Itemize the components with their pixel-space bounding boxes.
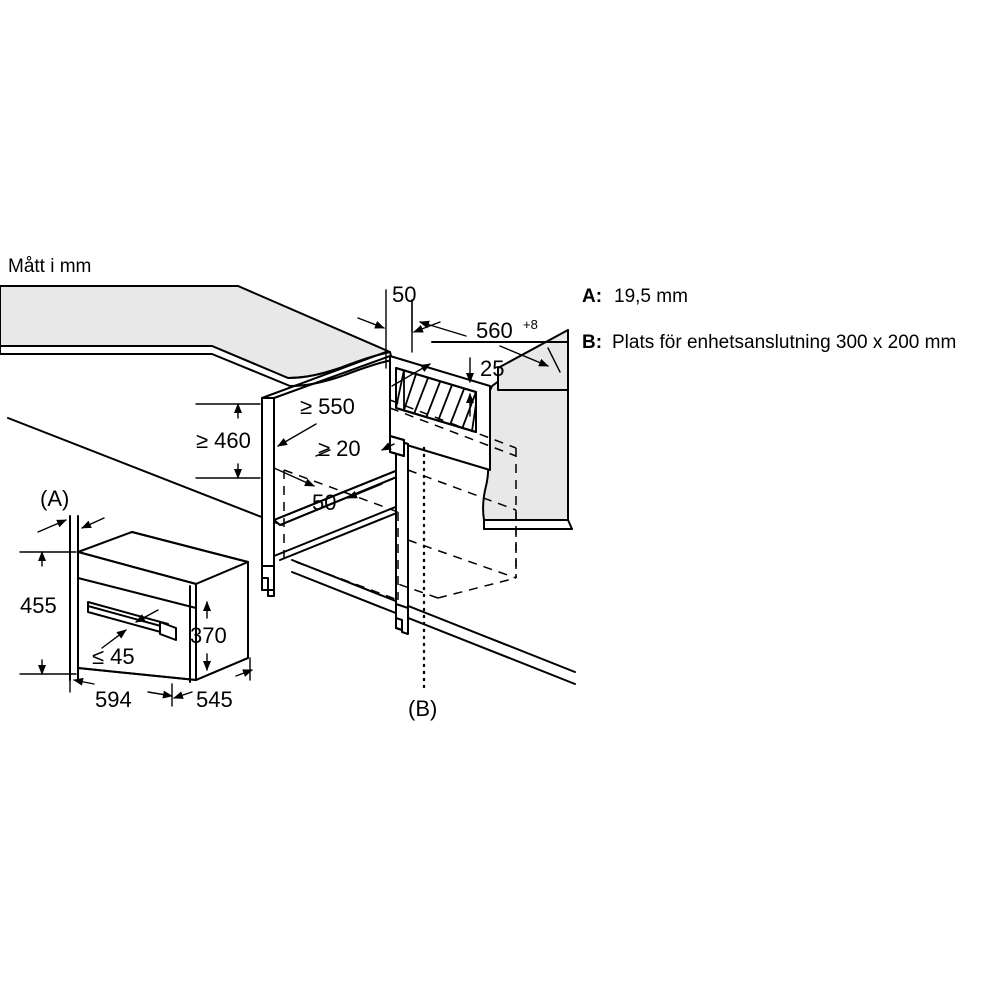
dim-label-45: ≤ 45 [92,644,135,669]
dim-label-460: ≥ 460 [196,428,251,453]
hidden-edges [283,399,517,601]
niche-left-panel [261,351,391,597]
dim-appliance-width: 594 [69,669,173,712]
dim-niche-width: 560 +8 [411,299,561,373]
dim-niche-depth-min: ≥ 550 [277,363,431,447]
dim-label-25: 25 [480,356,504,381]
niche-rear-panel [389,355,491,471]
dim-label-50-top: 50 [392,282,416,307]
legend-text-b: Plats för enhetsanslutning 300 x 200 mm [612,332,957,353]
legend: A: 19,5 mm B: Plats för enhetsanslutning… [582,286,957,353]
figure-title: Mått i mm [8,256,91,277]
ventilation-hatch [395,369,477,432]
dim-niche-height-min: ≥ 460 [195,403,261,479]
dim-front-offset: 50 [273,467,383,515]
wall-floor-lines [7,417,576,685]
legend-text-a: 19,5 mm [614,286,688,307]
dim-label-455: 455 [20,593,57,618]
niche-bottom-shelf [273,469,405,561]
dim-label-560-tolerance: +8 [523,317,538,332]
legend-key-a: A: [582,286,602,307]
callout-b-label: (B) [408,696,437,721]
dim-handle-clearance: ≤ 45 [92,609,159,669]
callout-a-label: (A) [40,486,69,511]
dim-label-550: ≥ 550 [300,394,355,419]
dim-appliance-height: 455 [19,551,77,675]
dim-appliance-depth: 545 [173,657,253,712]
dim-label-594: 594 [95,687,132,712]
legend-key-b: B: [582,332,602,353]
dim-label-50-shelf: 50 [312,490,336,515]
dim-appliance-body-height: 370 [190,601,227,671]
legend-text-b-box: Plats för enhetsanslutning 300 x 200 mm [612,332,957,353]
dim-label-370: 370 [190,623,227,648]
dim-label-560: 560 [476,318,513,343]
dim-label-545: 545 [196,687,233,712]
dim-label-20: ≥ 20 [318,436,361,461]
dim-rear-gap-min: ≥ 20 [315,436,395,461]
dim-vent-gap: 25 [466,356,504,417]
niche-right-panel [389,435,409,635]
